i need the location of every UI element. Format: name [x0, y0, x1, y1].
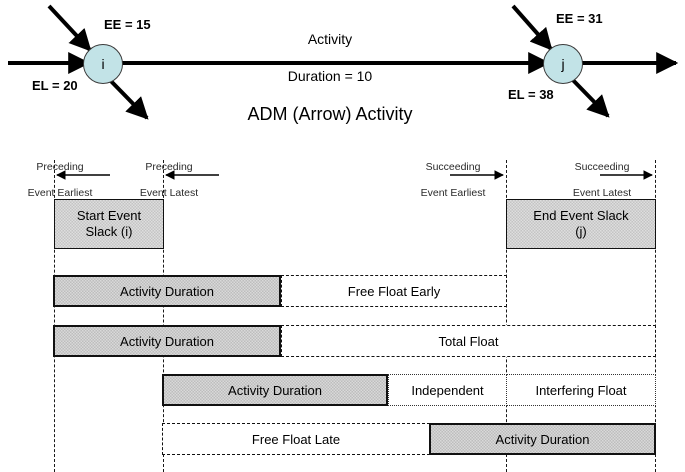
activity-label: Activity	[307, 31, 353, 47]
node-i: i	[83, 44, 123, 84]
guide-line-succeeding-earliest	[506, 160, 507, 472]
header-line2: Event Latest	[572, 187, 632, 200]
header-label-succeeding-latest: Succeeding Event Latest	[547, 148, 657, 214]
header-line2: Event Earliest	[420, 187, 486, 200]
guide-line-succeeding-latest	[655, 160, 656, 472]
bar-activity-duration-early: Activity Duration	[53, 275, 281, 307]
header-line2: Event Earliest	[27, 187, 93, 200]
header-label-preceding-earliest: Preceding Event Earliest	[8, 148, 112, 214]
bar-start-event-slack: Start Event Slack (i)	[54, 199, 164, 249]
start-node-el-label: EL = 20	[32, 78, 78, 93]
header-line2: Event Latest	[139, 187, 199, 200]
bar-label: Interfering Float	[535, 382, 627, 398]
bar-label: Activity Duration	[120, 333, 214, 349]
bar-label: End Event Slack (j)	[533, 208, 629, 239]
duration-label: Duration = 10	[287, 68, 373, 84]
bar-interfering-float: Interfering Float	[506, 374, 656, 406]
bar-independent-float: Independent	[388, 374, 507, 406]
adm-arrow-graphics	[8, 4, 679, 120]
end-node-el-label: EL = 38	[508, 87, 554, 102]
bar-total-float: Total Float	[281, 325, 656, 357]
bar-free-float-early: Free Float Early	[281, 275, 507, 307]
guide-line-preceding-latest	[163, 160, 164, 472]
bar-activity-duration-total: Activity Duration	[53, 325, 281, 357]
header-label-preceding-latest: Preceding Event Latest	[117, 148, 221, 214]
node-j: j	[543, 44, 583, 84]
header-line1: Succeeding	[574, 161, 630, 174]
bar-label: Free Float Early	[347, 283, 441, 299]
bar-free-float-late: Free Float Late	[162, 423, 430, 455]
bar-label: Independent	[411, 382, 484, 398]
adm-arrow-activity-diagram: i j EE = 15 EL = 20 EE = 31 EL = 38 Acti…	[0, 0, 685, 140]
bar-label: Start Event Slack (i)	[76, 208, 142, 239]
float-relationship-chart: Preceding Event Earliest Preceding Event…	[0, 142, 685, 472]
header-label-succeeding-earliest: Succeeding Event Earliest	[398, 148, 508, 214]
adm-diagram-title: ADM (Arrow) Activity	[247, 104, 413, 124]
header-line1: Preceding	[36, 161, 84, 174]
header-line1: Preceding	[145, 161, 193, 174]
bar-activity-duration-late: Activity Duration	[429, 423, 656, 455]
bar-label: Activity Duration	[120, 283, 214, 299]
start-node-ee-label: EE = 15	[104, 17, 151, 32]
node-i-label: i	[101, 56, 105, 72]
bar-activity-duration-independent: Activity Duration	[162, 374, 388, 406]
bar-label: Activity Duration	[228, 382, 322, 398]
bar-label: Activity Duration	[495, 431, 590, 447]
guide-line-preceding-earliest	[54, 160, 55, 472]
bar-label: Free Float Late	[251, 431, 341, 447]
header-line1: Succeeding	[425, 161, 481, 174]
header-leader-arrows	[56, 170, 653, 180]
end-node-ee-label: EE = 31	[556, 11, 603, 26]
node-j-label: j	[561, 56, 565, 72]
bar-end-event-slack: End Event Slack (j)	[506, 199, 656, 249]
bar-label: Total Float	[438, 333, 499, 349]
